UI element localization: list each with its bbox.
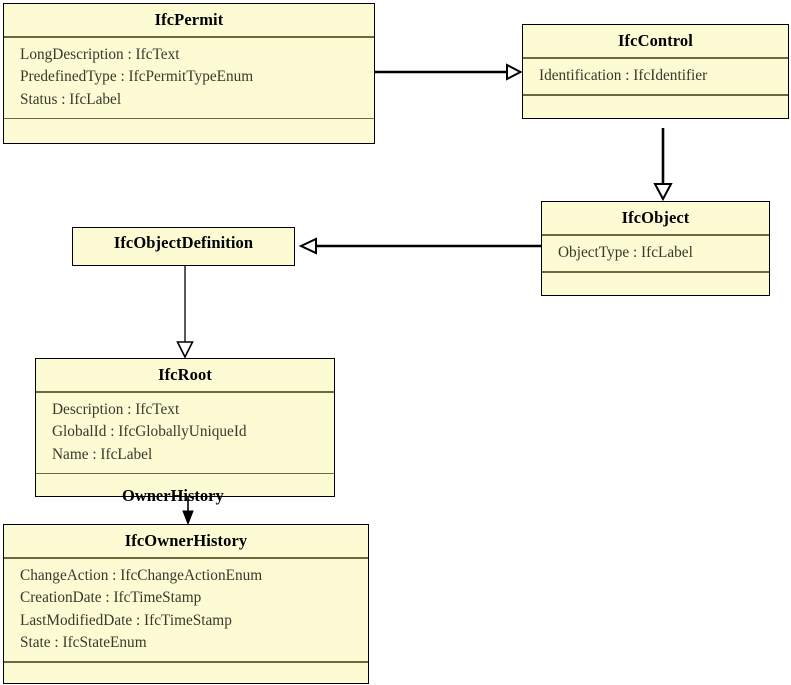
connector-object-to-objectdefinition (298, 237, 541, 255)
compartment-separator (4, 557, 368, 560)
operation-compartment-ifcpermit (4, 119, 374, 141)
operation-compartment-ifcobject (542, 273, 769, 295)
compartment-separator (4, 36, 374, 39)
class-title-ifcobject: IfcObject (621, 208, 690, 227)
compartment-separator (36, 472, 334, 475)
class-title-ifcownerhistory: IfcOwnerHistory (124, 531, 248, 550)
class-box-ifcpermit[interactable]: IfcPermit LongDescription : IfcText Pred… (3, 3, 375, 144)
compartment-separator (4, 117, 374, 120)
attribute-compartment-ifcroot: Description : IfcText GlobalId : IfcGlob… (36, 393, 334, 473)
compartment-separator (523, 57, 788, 60)
attribute-row: Identification : IfcIdentifier (539, 67, 708, 85)
attribute-row: ChangeAction : IfcChangeActionEnum (20, 567, 263, 585)
attribute-row: State : IfcStateEnum (20, 633, 147, 651)
compartment-separator (542, 271, 769, 273)
attribute-row: LastModifiedDate : IfcTimeStamp (20, 611, 232, 629)
attribute-row: LongDescription : IfcText (20, 46, 180, 64)
attribute-compartment-ifcownerhistory: ChangeAction : IfcChangeActionEnum Creat… (4, 559, 368, 661)
class-title-ifcpermit: IfcPermit (154, 10, 224, 29)
attribute-compartment-ifccontrol: Identification : IfcIdentifier (523, 59, 788, 94)
compartment-separator (4, 661, 368, 663)
connector-control-to-object (653, 128, 673, 202)
operation-compartment-ifccontrol (523, 96, 788, 118)
class-box-ifcobjectdefinition[interactable]: IfcObjectDefinition (72, 227, 295, 266)
compartment-separator (542, 234, 769, 237)
attribute-compartment-ifcpermit: LongDescription : IfcText PredefinedType… (4, 38, 374, 118)
operation-compartment-ifcownerhistory (4, 663, 368, 685)
attribute-row: Status : IfcLabel (20, 90, 122, 108)
class-box-ifcownerhistory[interactable]: IfcOwnerHistory ChangeAction : IfcChange… (3, 524, 369, 684)
connector-permit-to-control (375, 63, 523, 81)
attribute-row: GlobalId : IfcGloballyUniqueId (52, 423, 247, 441)
attribute-row: Description : IfcText (52, 401, 180, 419)
attribute-row: ObjectType : IfcLabel (558, 244, 693, 262)
connector-objectdefinition-to-root (176, 266, 194, 359)
association-label-ownerhistory: OwnerHistory (122, 486, 224, 505)
class-title-ifcroot: IfcRoot (158, 365, 212, 384)
class-box-ifcobject[interactable]: IfcObject ObjectType : IfcLabel (541, 201, 770, 296)
class-box-ifccontrol[interactable]: IfcControl Identification : IfcIdentifie… (522, 24, 789, 119)
attribute-compartment-ifcobject: ObjectType : IfcLabel (542, 236, 769, 271)
attribute-row: Name : IfcLabel (52, 445, 153, 463)
compartment-separator (36, 391, 334, 394)
compartment-separator (523, 94, 788, 96)
class-box-ifcroot[interactable]: IfcRoot Description : IfcText GlobalId :… (35, 358, 335, 497)
attribute-row: PredefinedType : IfcPermitTypeEnum (20, 68, 254, 86)
attribute-row: CreationDate : IfcTimeStamp (20, 589, 202, 607)
class-title-ifcobjectdefinition: IfcObjectDefinition (113, 233, 254, 252)
class-title-ifccontrol: IfcControl (618, 31, 693, 50)
